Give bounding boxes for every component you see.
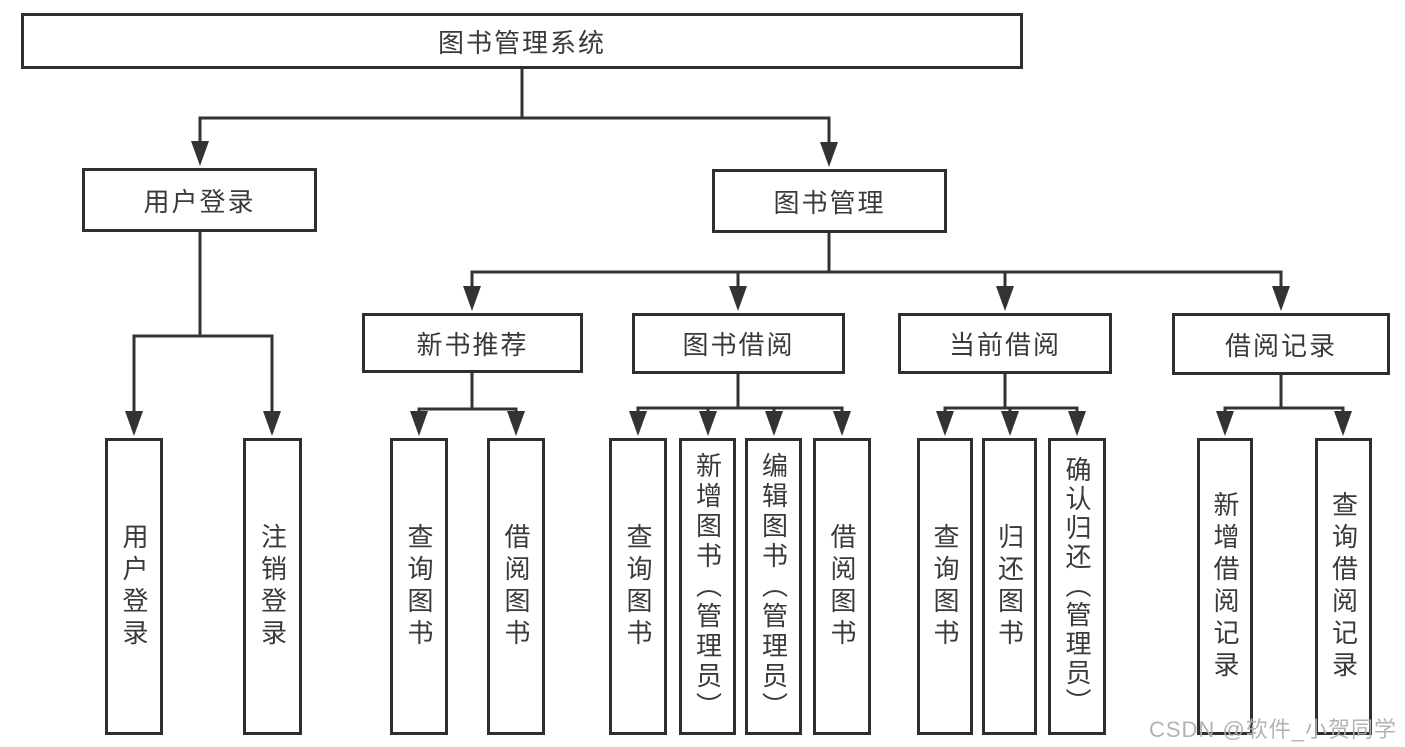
- node-user-login-leaf: 用户登录: [105, 438, 163, 735]
- node-add-borrow-record: 新增借阅记录: [1197, 438, 1253, 735]
- node-label: 查询图书: [930, 522, 960, 651]
- node-label: 编辑图书（管理员）: [758, 451, 789, 722]
- node-label: 用户登录: [119, 522, 149, 651]
- node-book-management: 图书管理: [712, 169, 947, 233]
- node-query-books-recommend: 查询图书: [390, 438, 448, 735]
- node-label: 新增借阅记录: [1210, 490, 1240, 683]
- node-edit-book-admin: 编辑图书（管理员）: [745, 438, 802, 735]
- node-label: 查询图书: [623, 522, 653, 651]
- node-user-login: 用户登录: [82, 168, 317, 232]
- node-confirm-return-admin: 确认归还（管理员）: [1048, 438, 1106, 735]
- node-borrow-books-borrowing: 借阅图书: [813, 438, 871, 735]
- node-label: 新增图书（管理员）: [692, 451, 723, 722]
- node-query-books-current: 查询图书: [917, 438, 973, 735]
- node-logout: 注销登录: [243, 438, 302, 735]
- node-label: 借阅图书: [501, 522, 531, 651]
- node-label: 查询图书: [404, 522, 434, 651]
- node-label: 归还图书: [994, 522, 1025, 651]
- node-borrowing-records: 借阅记录: [1172, 313, 1390, 375]
- node-book-borrowing: 图书借阅: [632, 313, 845, 374]
- node-label: 借阅图书: [827, 522, 857, 651]
- node-current-borrowing: 当前借阅: [898, 313, 1112, 374]
- node-new-book-recommend: 新书推荐: [362, 313, 583, 373]
- watermark: CSDN @软件_小贺同学: [1148, 717, 1397, 742]
- node-query-borrow-record: 查询借阅记录: [1315, 438, 1372, 735]
- node-add-book-admin: 新增图书（管理员）: [679, 438, 736, 735]
- node-query-books-borrowing: 查询图书: [609, 438, 667, 735]
- node-label: 确认归还（管理员）: [1062, 456, 1092, 717]
- node-borrow-books-recommend: 借阅图书: [487, 438, 545, 735]
- node-label: 查询借阅记录: [1328, 490, 1359, 683]
- node-return-book: 归还图书: [982, 438, 1037, 735]
- node-label: 注销登录: [257, 522, 288, 651]
- node-root: 图书管理系统: [21, 13, 1023, 69]
